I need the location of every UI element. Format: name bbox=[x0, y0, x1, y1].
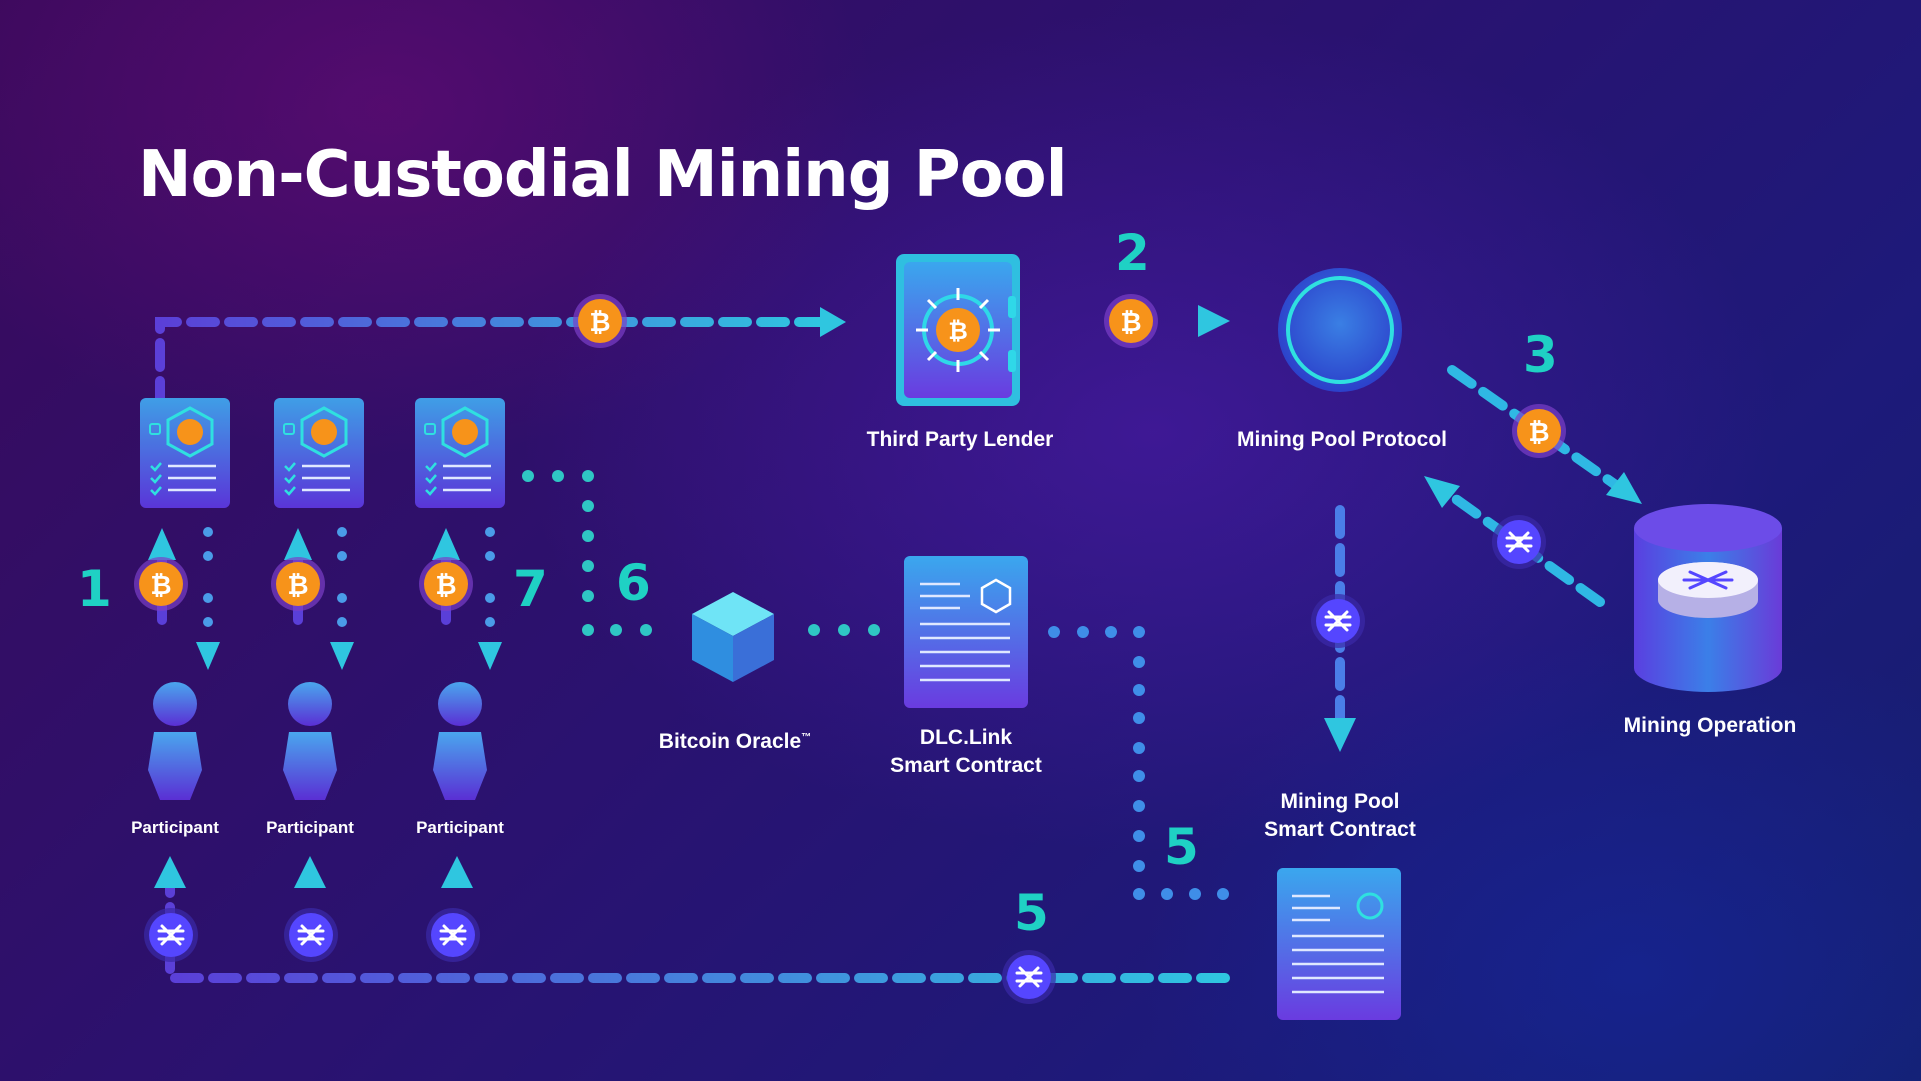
arrowhead-to-participant-1 bbox=[154, 856, 186, 888]
step-number-3: 3 bbox=[1523, 326, 1558, 384]
bitcoin-icon: ₿ bbox=[1512, 404, 1566, 458]
mining-operation-icon bbox=[1634, 504, 1782, 692]
bitcoin-oracle-name: Bitcoin Oracle bbox=[658, 730, 802, 753]
third-party-lender-label: Third Party Lender bbox=[866, 428, 1054, 451]
stacks-icon bbox=[1492, 515, 1546, 569]
bitcoin-icon: ₿ bbox=[271, 557, 325, 611]
svg-text:₿: ₿ bbox=[589, 308, 610, 338]
step-number-6: 6 bbox=[616, 554, 651, 612]
mining-pool-contract-label: Mining Pool Smart Contract bbox=[1230, 788, 1450, 844]
person-icon-2 bbox=[283, 682, 337, 800]
step-number-5-bottom: 5 bbox=[1014, 884, 1049, 942]
step-number-1: 1 bbox=[77, 560, 112, 618]
participant-label-2: Participant bbox=[266, 818, 354, 837]
stacks-icon bbox=[1311, 594, 1365, 648]
stacks-icon bbox=[1002, 950, 1056, 1004]
trademark-mark: ™ bbox=[801, 732, 812, 743]
bitcoin-icon: ₿ bbox=[1104, 294, 1158, 348]
cube-icon bbox=[692, 592, 774, 682]
svg-text:₿: ₿ bbox=[150, 571, 171, 601]
mining-operation-label: Mining Operation bbox=[1623, 714, 1797, 737]
person-icon-3 bbox=[433, 682, 487, 800]
stacks-icon bbox=[426, 908, 480, 962]
participant-label-3: Participant bbox=[416, 818, 504, 837]
dotted-path-oracle-to-dlc bbox=[808, 624, 880, 636]
svg-text:₿: ₿ bbox=[1528, 418, 1549, 448]
dlc-link-label-line2: Smart Contract bbox=[890, 754, 1042, 777]
stacks-icon bbox=[284, 908, 338, 962]
svg-text:₿: ₿ bbox=[948, 317, 968, 345]
arrowhead-to-participant-2 bbox=[294, 856, 326, 888]
dotted-path-dlc-to-pool-contract bbox=[1048, 626, 1229, 900]
dlc-link-label: DLC.Link Smart Contract bbox=[866, 724, 1066, 780]
arrowhead-to-operation bbox=[1606, 472, 1642, 504]
mining-pool-protocol-label: Mining Pool Protocol bbox=[1237, 428, 1447, 451]
dotted-path-step-6 bbox=[522, 470, 652, 636]
page-title: Non-Custodial Mining Pool bbox=[138, 138, 1068, 212]
participant-payout-arrows bbox=[196, 527, 502, 670]
svg-text:₿: ₿ bbox=[435, 571, 456, 601]
participant-card-2 bbox=[274, 398, 364, 508]
stacks-icon bbox=[144, 908, 198, 962]
participant-card-3 bbox=[415, 398, 505, 508]
person-icon-1 bbox=[148, 682, 202, 800]
step-number-7: 7 bbox=[513, 560, 548, 618]
arrowhead-to-protocol bbox=[1198, 305, 1230, 337]
svg-text:₿: ₿ bbox=[287, 571, 308, 601]
step-number-2: 2 bbox=[1115, 224, 1150, 282]
arrowhead-to-participant-3 bbox=[441, 856, 473, 888]
mining-pool-protocol-icon bbox=[1278, 268, 1402, 392]
mining-pool-contract-label-line1: Mining Pool bbox=[1280, 790, 1400, 813]
arrowhead-to-pool-contract bbox=[1324, 718, 1356, 752]
mining-pool-contract-label-line2: Smart Contract bbox=[1264, 818, 1416, 841]
arrowhead-to-protocol-return bbox=[1424, 476, 1460, 508]
svg-text:₿: ₿ bbox=[1120, 308, 1141, 338]
participant-card-1 bbox=[140, 398, 230, 508]
dlc-link-label-line1: DLC.Link bbox=[919, 726, 1013, 749]
vault-bitcoin-icon: ₿ bbox=[936, 308, 980, 352]
path-participants-to-lender bbox=[155, 317, 825, 410]
dlc-document-icon bbox=[904, 556, 1028, 708]
bitcoin-icon: ₿ bbox=[134, 557, 188, 611]
arrowhead-to-lender bbox=[820, 307, 846, 337]
pool-contract-document-icon bbox=[1277, 868, 1401, 1020]
bitcoin-icon: ₿ bbox=[573, 294, 627, 348]
step-number-5-right: 5 bbox=[1164, 818, 1199, 876]
bitcoin-icon: ₿ bbox=[419, 557, 473, 611]
bitcoin-oracle-label: Bitcoin Oracle™ bbox=[640, 724, 830, 756]
participant-label-1: Participant bbox=[131, 818, 219, 837]
